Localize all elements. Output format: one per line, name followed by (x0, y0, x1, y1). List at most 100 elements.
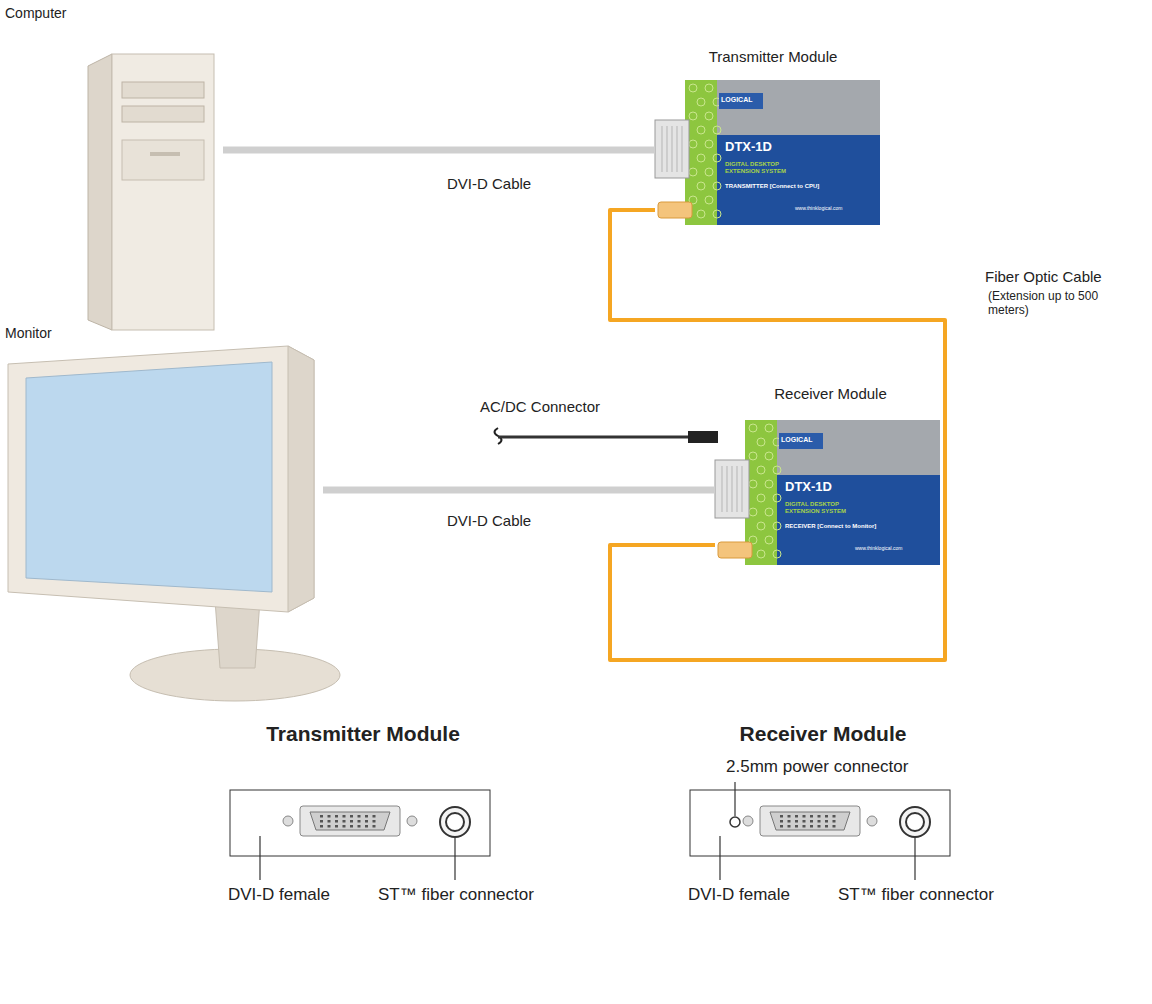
dvi-pin (335, 825, 338, 828)
port-label: 2.5mm power connector (726, 757, 908, 777)
model-name: DTX-1D (785, 480, 832, 495)
dvi-pin (780, 820, 783, 823)
strip-pattern (713, 154, 721, 162)
web-address: www.thinklogical.com (855, 546, 903, 552)
strip-pattern (773, 466, 781, 474)
strip-pattern (749, 508, 757, 516)
strip-pattern (757, 522, 765, 530)
dvi-pin (788, 815, 791, 818)
leader-line (734, 782, 735, 816)
plug-rib (677, 126, 678, 172)
dvi-pin (795, 825, 798, 828)
dvi-pin (328, 815, 331, 818)
plug-rib (672, 126, 673, 172)
strip-pattern (697, 154, 705, 162)
cable (610, 210, 945, 660)
strip-pattern (689, 84, 697, 92)
module-body (745, 420, 940, 565)
device-node: Transmitter Module (225, 722, 501, 856)
strip-pattern (773, 522, 781, 530)
product-line: DIGITAL DESKTOP EXTENSION SYSTEM (785, 501, 865, 515)
logo-text: LOGICAL (721, 96, 753, 104)
tower-side (88, 54, 112, 330)
monitor-screen (26, 362, 272, 592)
dvi-pin (810, 825, 813, 828)
tower-front (112, 54, 214, 330)
strip-pattern (757, 466, 765, 474)
dvi-pin (358, 815, 361, 818)
strip-pattern (749, 480, 757, 488)
st-connector (440, 807, 470, 837)
rear-panel (230, 790, 490, 856)
device-node: Transmitter Module (655, 48, 891, 225)
dvi-pin (788, 820, 791, 823)
drive-bay (122, 106, 204, 122)
strip-pattern (765, 480, 773, 488)
model-name: DTX-1D (725, 140, 772, 155)
plug-rib (682, 126, 683, 172)
dvi-pin (810, 820, 813, 823)
st-connector-inner (446, 813, 464, 831)
node-heading: Receiver Module (715, 385, 946, 402)
logo-badge (779, 433, 823, 449)
strip-pattern (757, 550, 765, 558)
dvi-pin (365, 815, 368, 818)
node-heading: Transmitter Module (655, 48, 891, 65)
fiber-boot (658, 202, 692, 218)
port-label: DVI-D female (688, 885, 790, 905)
node-heading: Computer (5, 5, 223, 21)
dvi-pin (788, 825, 791, 828)
node-heading: Monitor (5, 325, 323, 341)
strip-pattern (749, 424, 757, 432)
dvi-pin (818, 825, 821, 828)
strip-pattern (765, 508, 773, 516)
logo-text: LOGICAL (781, 436, 813, 444)
dvi-pin (818, 815, 821, 818)
rear-panel (690, 790, 950, 856)
strip-pattern (765, 424, 773, 432)
st-connector-inner (906, 813, 924, 831)
connector-label: AC/DC Connector (480, 398, 600, 415)
power-plug (688, 431, 718, 443)
unit-role: TRANSMITTER [Connect to CPU] (725, 183, 819, 190)
strip-pattern (713, 210, 721, 218)
dvi-pin (803, 815, 806, 818)
strip-pattern (765, 452, 773, 460)
monitor-neck (215, 600, 260, 668)
screw (283, 816, 293, 826)
screw (867, 816, 877, 826)
plug-rib (727, 466, 728, 512)
device-node: Computer (5, 5, 223, 323)
st-connector (900, 807, 930, 837)
dvi-socket (310, 812, 390, 830)
power-cord (498, 436, 690, 439)
leader-line (454, 838, 455, 880)
dvi-pin (358, 825, 361, 828)
strip-pattern (713, 126, 721, 134)
dvi-pin (803, 820, 806, 823)
strip-pattern (705, 112, 713, 120)
strip-pattern (689, 140, 697, 148)
plug-rib (737, 466, 738, 512)
dvi-pin (803, 825, 806, 828)
screw (743, 816, 753, 826)
leader-line (914, 838, 915, 880)
strip-pattern (757, 494, 765, 502)
note: (Extension up to 500 meters) (988, 290, 1108, 318)
web-address: www.thinklogical.com (795, 206, 843, 212)
dvi-pin (825, 820, 828, 823)
dvi-pin (373, 825, 376, 828)
drive-bay (122, 82, 204, 98)
strip-pattern (765, 536, 773, 544)
cable-label: DVI-D Cable (447, 175, 531, 192)
dvi-pin (833, 825, 836, 828)
strip-pattern (749, 452, 757, 460)
dvi-pin (358, 820, 361, 823)
strip-pattern (697, 210, 705, 218)
dvi-pin (350, 825, 353, 828)
strip-pattern (697, 98, 705, 106)
strip-pattern (705, 168, 713, 176)
dvi-pin (795, 815, 798, 818)
